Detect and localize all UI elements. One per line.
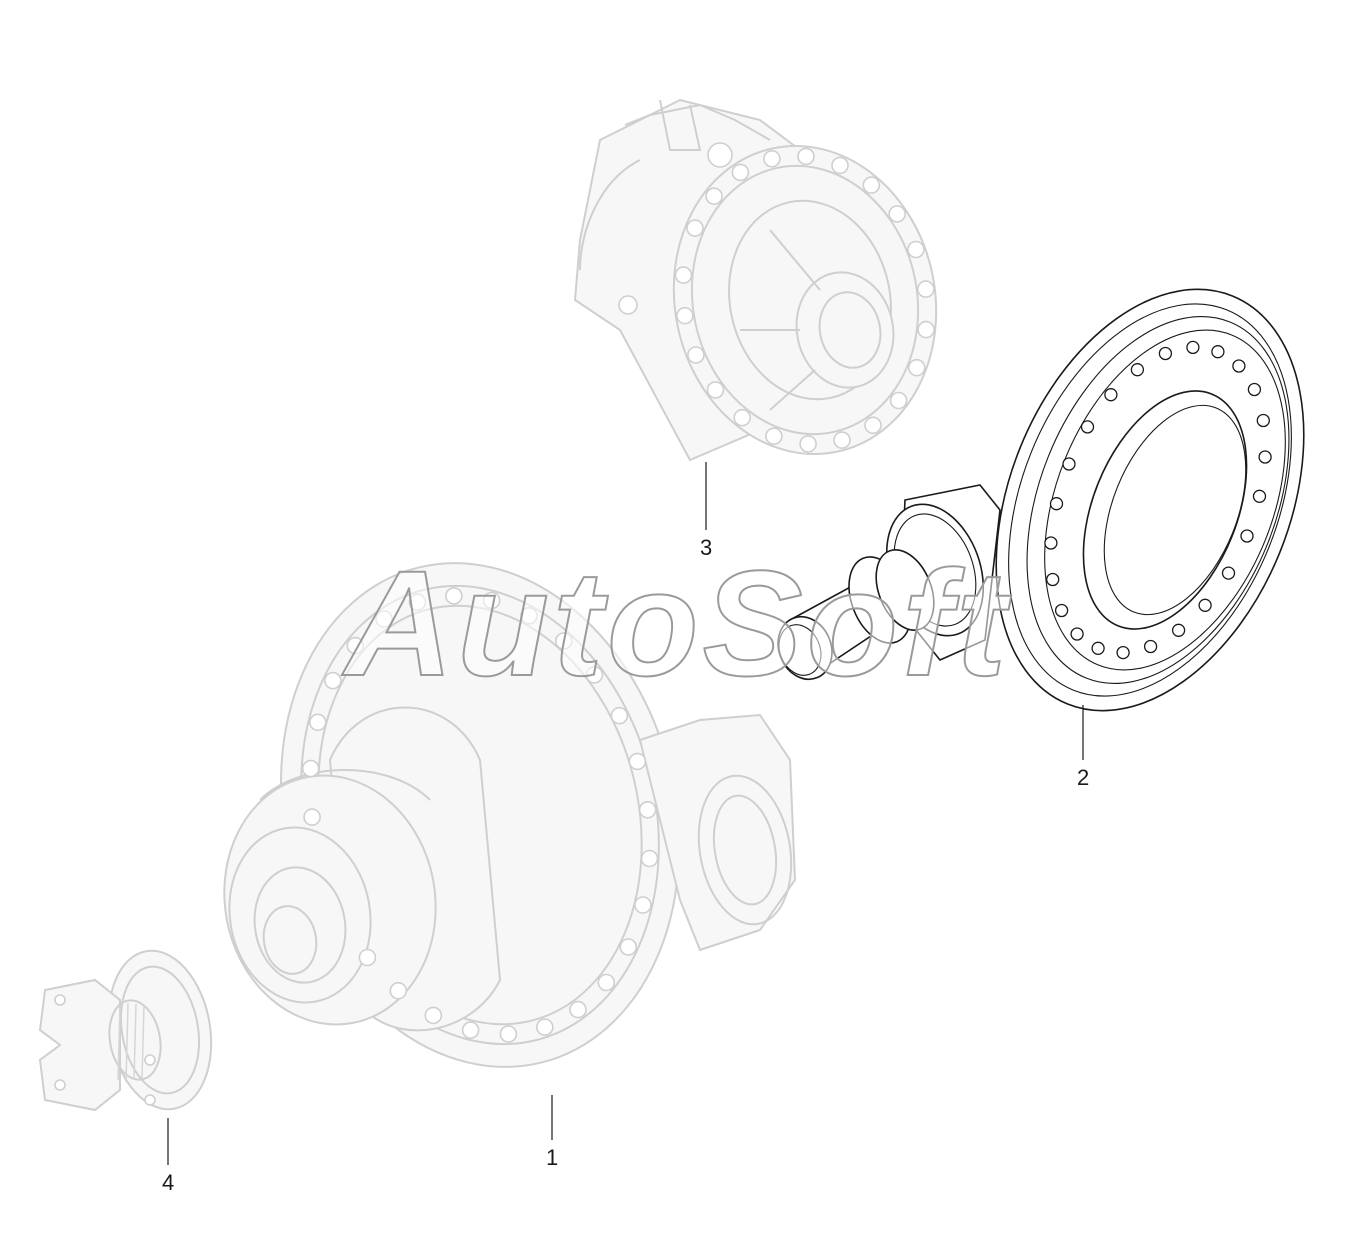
bolt-hole [585, 666, 604, 684]
bolt-hole [1158, 346, 1173, 361]
bolt-hole [1186, 340, 1200, 355]
bolt-hole [535, 1018, 554, 1036]
bolt-hole [628, 752, 647, 771]
bolt-hole [389, 981, 408, 1000]
callout-label-1: 1 [546, 1145, 558, 1170]
callout-label-4: 4 [162, 1170, 174, 1195]
bolt-hole [424, 1006, 443, 1025]
bolt-hole [324, 671, 342, 690]
bolt-hole [308, 713, 327, 732]
bolt-hole [799, 435, 817, 453]
bolt-hole [674, 266, 693, 284]
bolt-hole [634, 896, 652, 914]
bolt-hole [907, 240, 925, 259]
callout-2: 2 [1077, 705, 1089, 790]
bolt-hole [569, 1000, 587, 1019]
part-2-crown-wheel-and-pinion[interactable] [769, 244, 1351, 757]
bolt-hole [733, 408, 752, 427]
callout-4: 4 [162, 1118, 174, 1195]
bolt-hole [1198, 598, 1212, 612]
bolt-hole [797, 147, 815, 166]
bolt-hole [1070, 627, 1084, 641]
bolt-hole [705, 187, 723, 205]
bolt-hole [1221, 566, 1236, 580]
bolt-hole [864, 416, 882, 435]
bolt-hole [1211, 345, 1225, 359]
bolt-hole [765, 427, 783, 446]
bolt-hole [1256, 413, 1270, 428]
bolt-hole [1049, 497, 1064, 511]
bolt-hole [831, 156, 849, 175]
bolt-hole [1091, 641, 1105, 655]
bolt-hole [1143, 639, 1158, 654]
bolt-hole [1062, 457, 1076, 471]
bolt-hole [706, 381, 725, 399]
bolt-hole [1171, 623, 1186, 637]
bolt-hole [619, 938, 638, 956]
bolt-hole [833, 431, 851, 449]
callout-label-2: 2 [1077, 765, 1089, 790]
bolt-hole [862, 176, 881, 194]
bolt-hole [1258, 450, 1272, 464]
bolt-hole [482, 591, 501, 610]
bolt-hole [303, 808, 321, 826]
part-4-drive-flange-yoke[interactable] [38, 943, 223, 1118]
bolt-hole [358, 948, 377, 967]
bolt-hole [731, 163, 750, 182]
bolt-hole [461, 1021, 480, 1039]
bolt-hole [916, 280, 935, 298]
bolt-hole [554, 632, 573, 650]
bolt-hole [445, 587, 463, 605]
watermark-text: AutoSoft [341, 539, 1012, 707]
bolt-hole [408, 593, 427, 612]
bolt-hole [676, 306, 694, 325]
bolt-hole [1104, 388, 1118, 402]
bolt-hole [640, 849, 659, 868]
bolt-hole [763, 150, 781, 168]
bolt-hole [917, 320, 935, 339]
callout-label-3: 3 [700, 535, 712, 560]
bolt-hole [686, 219, 704, 237]
bolt-hole [610, 706, 629, 725]
bolt-hole [889, 391, 908, 410]
bolt-hole [907, 358, 926, 377]
bolt-hole [597, 973, 616, 992]
bolt-hole [375, 610, 393, 628]
bolt-hole [1252, 489, 1267, 503]
bolt-hole [1247, 382, 1262, 397]
bolt-hole [1116, 645, 1130, 660]
bolt-hole [1054, 603, 1069, 618]
bolt-hole [1044, 536, 1058, 550]
bolt-hole [499, 1025, 518, 1043]
bolt-hole [346, 636, 365, 655]
callout-1: 1 [546, 1095, 558, 1170]
bolt-hole [687, 346, 705, 364]
bolt-hole [520, 606, 538, 625]
callout-3: 3 [700, 462, 712, 560]
bolt-hole [1046, 572, 1060, 587]
bolt-hole [1080, 420, 1095, 434]
bolt-hole [1130, 363, 1145, 377]
bolt-hole [888, 205, 907, 223]
bolt-hole [1240, 529, 1254, 543]
bolt-hole [1232, 359, 1246, 373]
bolt-hole [638, 800, 657, 819]
part-1-axle-housing[interactable] [205, 520, 802, 1109]
bolt-hole [301, 759, 320, 778]
part-3-differential-carrier[interactable] [573, 98, 964, 479]
